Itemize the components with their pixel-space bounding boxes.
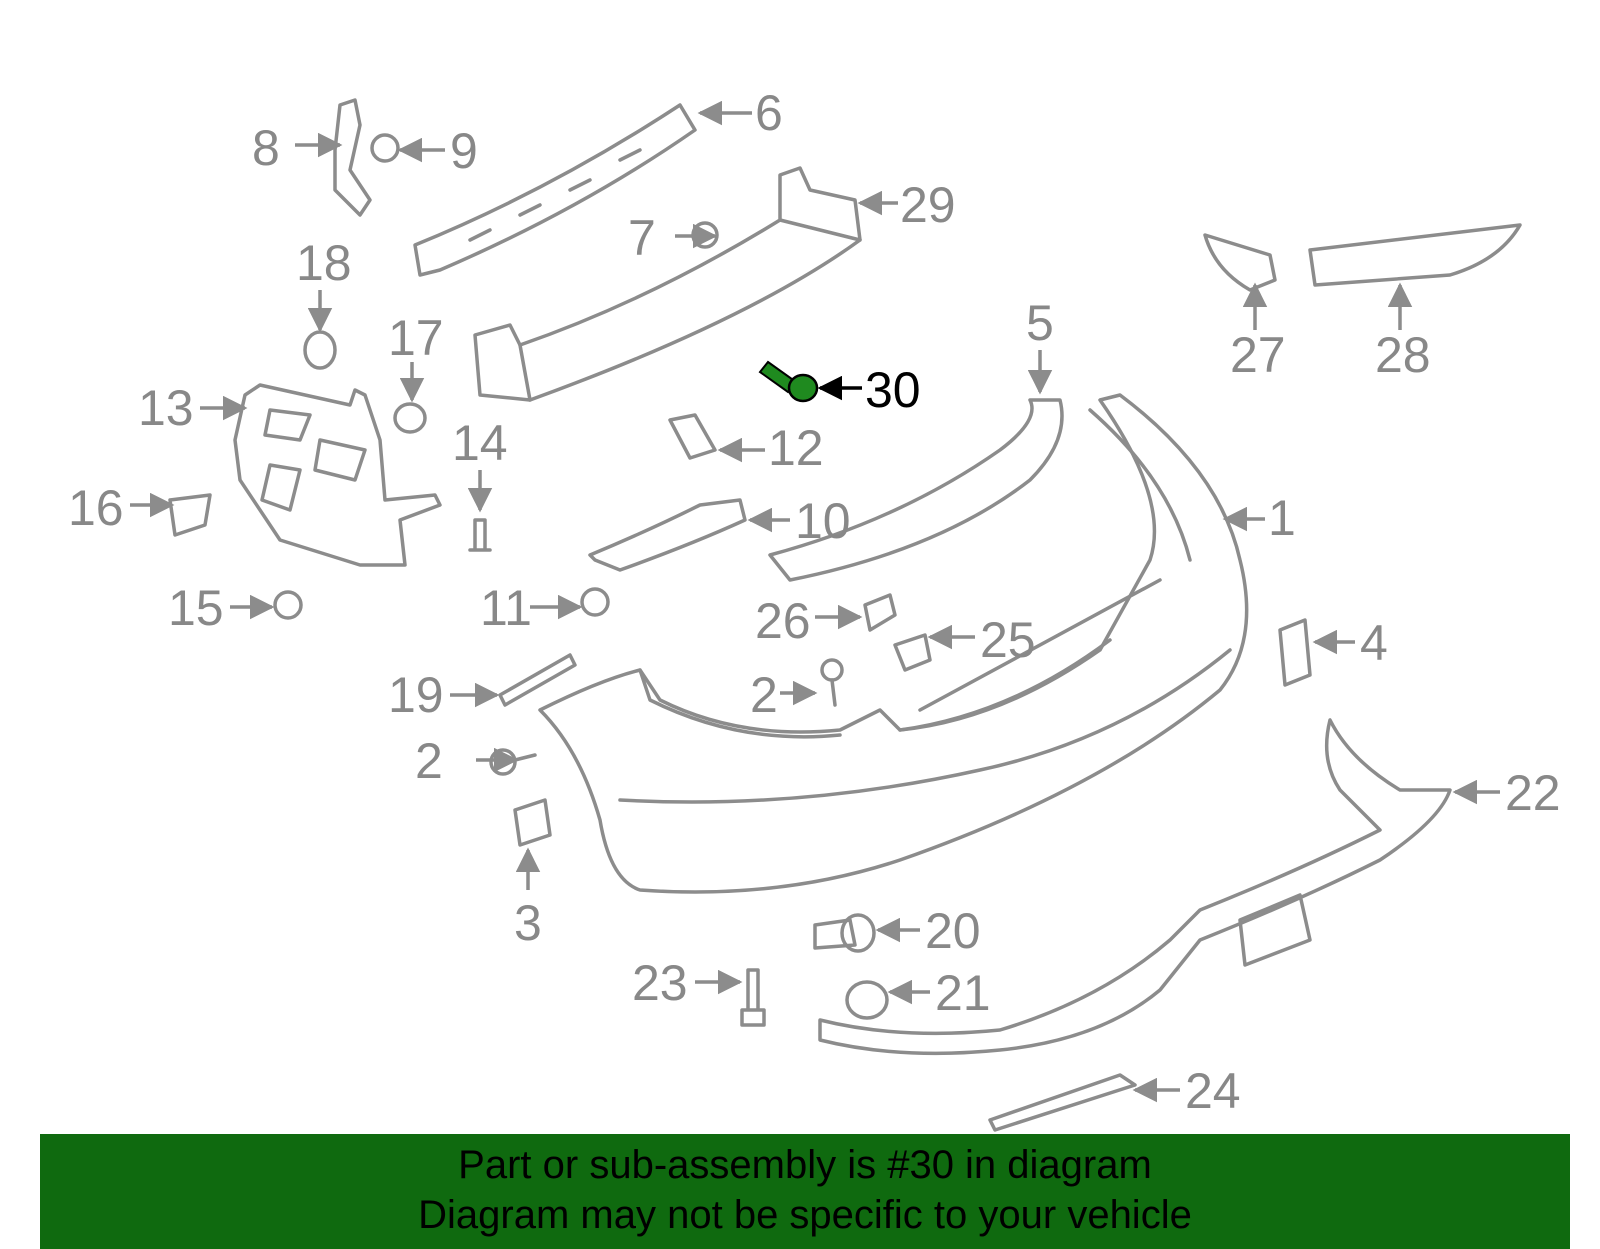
callout-10: 10	[795, 493, 851, 549]
part-29-impact-bar	[473, 166, 862, 402]
callout-20: 20	[925, 903, 981, 959]
part-23-bolt	[740, 968, 766, 1027]
part-17-clip	[393, 402, 427, 434]
callout-labels: 1 2 2 2 3 4 5 6 7 8 9 10 11 12 13 14 15 …	[68, 85, 1561, 1119]
callout-3: 3	[514, 895, 542, 951]
callout-11: 11	[480, 580, 532, 636]
part-27-reflector	[1203, 233, 1277, 292]
callout-16: 16	[68, 480, 124, 536]
callout-13: 13	[138, 380, 194, 436]
banner-line-1: Part or sub-assembly is #30 in diagram	[458, 1143, 1152, 1187]
callout-23: 23	[632, 955, 688, 1011]
callout-7: 7	[628, 210, 656, 266]
part-22-lower-valance	[818, 718, 1452, 1056]
part-5-strip	[768, 398, 1064, 582]
callout-8: 8	[252, 120, 280, 176]
part-14-push-pin	[468, 518, 492, 552]
leader-lines	[130, 100, 1500, 1103]
callout-15: 15	[168, 580, 224, 636]
callout-4: 4	[1360, 615, 1388, 671]
part-30-bolt	[758, 360, 819, 403]
part-6-absorber	[413, 103, 697, 277]
banner-line-2: Diagram may not be specific to your vehi…	[418, 1193, 1192, 1237]
part-1-bumper-cover	[538, 393, 1249, 894]
part-10-bracket	[588, 498, 747, 572]
part-15-nut	[273, 590, 303, 620]
callout-6: 6	[755, 85, 783, 141]
callout-25: 25	[980, 612, 1036, 668]
callout-9: 9	[450, 123, 478, 179]
part-8-bracket	[333, 98, 372, 217]
callout-22: 22	[1505, 765, 1561, 821]
part-9-nut	[370, 133, 400, 163]
part-12-clip	[668, 413, 717, 460]
callout-14: 14	[452, 415, 508, 471]
part-21-sensor	[845, 980, 889, 1020]
callout-19: 19	[388, 667, 444, 723]
part-13-bracket	[233, 383, 442, 567]
callout-5: 5	[1026, 295, 1054, 351]
callout-24: 24	[1185, 1063, 1241, 1119]
part-18-plug	[303, 330, 337, 370]
callout-2-a: 2	[750, 667, 778, 723]
callout-17: 17	[388, 310, 444, 366]
part-2-screw-b	[489, 748, 537, 776]
callout-29: 29	[900, 177, 956, 233]
callout-18: 18	[296, 235, 352, 291]
info-banner: Part or sub-assembly is #30 in diagram D…	[40, 1134, 1570, 1249]
part-2-screw-a	[820, 658, 844, 707]
callout-1: 1	[1268, 490, 1296, 546]
callout-2-b: 2	[415, 733, 443, 789]
part-3-clip	[513, 798, 552, 847]
part-19-strip	[498, 653, 577, 707]
part-20-sensor	[813, 913, 876, 953]
callout-26: 26	[755, 593, 811, 649]
part-25-bracket	[893, 633, 932, 672]
part-4-bracket	[1278, 618, 1312, 687]
part-28-reflector	[1308, 223, 1522, 287]
callout-12: 12	[768, 420, 824, 476]
callout-27: 27	[1230, 327, 1286, 383]
callout-30: 30	[865, 362, 921, 418]
part-24-strip	[988, 1073, 1137, 1132]
callout-21: 21	[935, 965, 991, 1021]
callout-28: 28	[1375, 327, 1431, 383]
part-16-clip	[168, 493, 212, 537]
part-11-nut	[580, 587, 610, 617]
part-26-bracket	[863, 593, 897, 632]
